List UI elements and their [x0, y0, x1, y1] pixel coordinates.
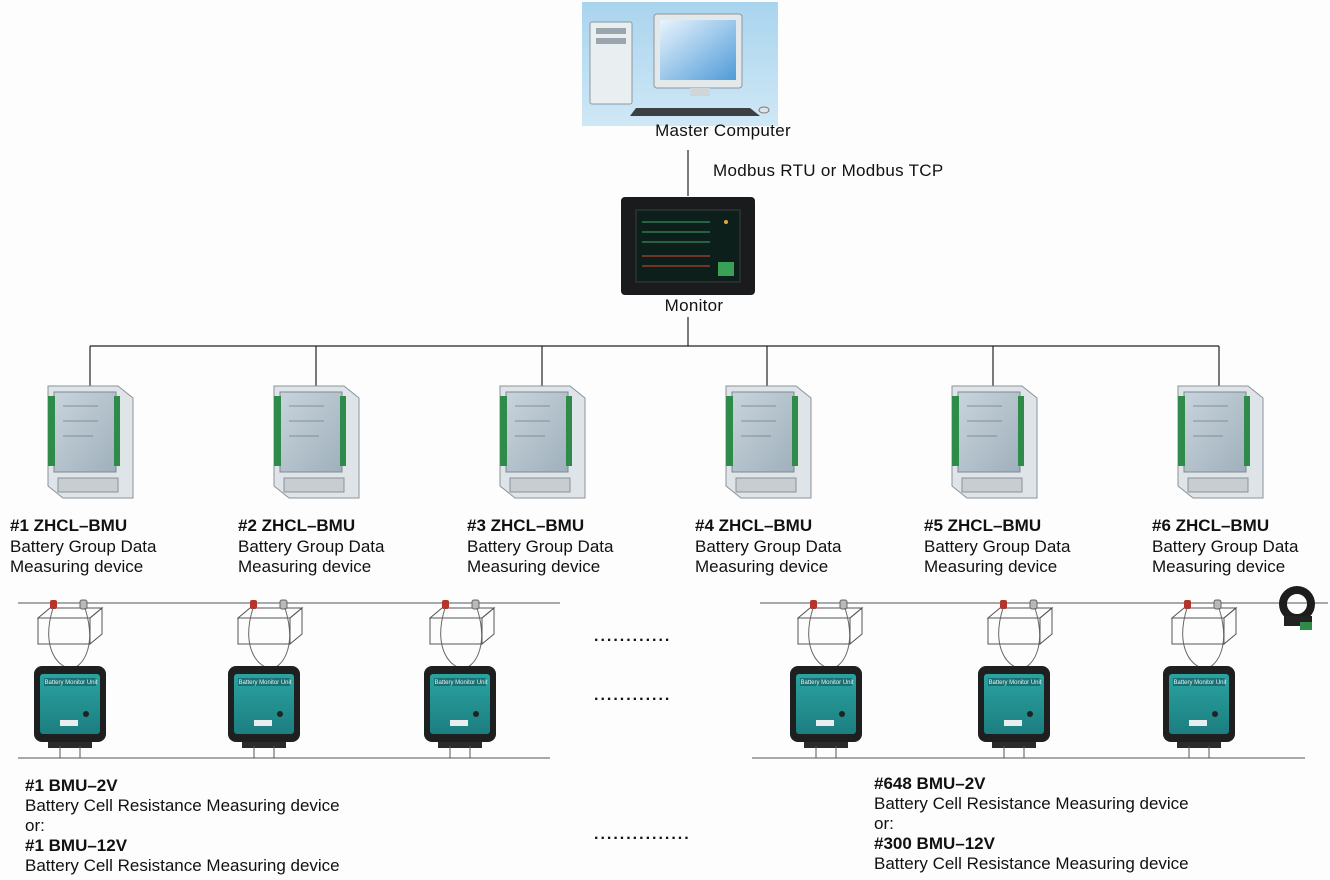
group-device-title: #5 ZHCL–BMU	[924, 516, 1042, 535]
right-desc-2: Battery Cell Resistance Measuring device	[874, 854, 1189, 873]
ellipsis-bottom: ...............	[594, 826, 691, 843]
battery-cell-right-3	[1163, 599, 1237, 758]
left-desc-1: Battery Cell Resistance Measuring device	[25, 796, 340, 815]
battery-cell-right-1	[790, 599, 863, 758]
cell-panel-title: Battery Monitor Unit	[44, 680, 98, 686]
cell-panel-title: Battery Monitor Unit	[988, 680, 1042, 686]
ellipsis-top: ............	[594, 628, 672, 645]
left-title-2: #1 BMU–12V	[25, 836, 128, 855]
group-device-icon-4	[725, 385, 812, 499]
left-title-1: #1 BMU–2V	[25, 776, 118, 795]
group-device-title: #6 ZHCL–BMU	[1152, 516, 1270, 535]
left-or: or:	[25, 816, 45, 835]
group-device-icon-3	[499, 385, 586, 499]
group-device-title: #4 ZHCL–BMU	[695, 516, 813, 535]
cell-panel-title: Battery Monitor Unit	[800, 680, 854, 686]
group-device-icon-1	[47, 385, 134, 499]
group-device-title: #1 ZHCL–BMU	[10, 516, 128, 535]
current-sensor-icon	[1279, 586, 1315, 630]
group-device-desc-1: Battery Group Data	[238, 537, 385, 556]
cell-panel-title: Battery Monitor Unit	[1173, 680, 1227, 686]
left-cell-group-text: #1 BMU–2V Battery Cell Resistance Measur…	[25, 776, 340, 876]
protocol-label: Modbus RTU or Modbus TCP	[713, 161, 944, 180]
battery-cell-left-1	[34, 599, 106, 758]
monitor-label: Monitor	[664, 296, 724, 315]
cell-panel-title: Battery Monitor Unit	[238, 680, 292, 686]
left-desc-2: Battery Cell Resistance Measuring device	[25, 856, 340, 875]
group-device-desc-1: Battery Group Data	[924, 537, 1071, 556]
ellipsis-middle: ............	[594, 687, 672, 704]
group-device-icon-6	[1177, 385, 1264, 499]
group-device-desc-1: Battery Group Data	[695, 537, 842, 556]
right-title-2: #300 BMU–12V	[874, 834, 995, 853]
monitor-icon	[621, 197, 755, 295]
group-device-desc-1: Battery Group Data	[467, 537, 614, 556]
master-computer-label: Master Computer	[655, 121, 791, 140]
battery-cell-left-3	[424, 599, 496, 758]
group-device-desc-1: Battery Group Data	[10, 537, 157, 556]
group-device-title: #2 ZHCL–BMU	[238, 516, 356, 535]
battery-cell-right-2	[978, 599, 1053, 758]
master-computer-icon	[582, 2, 778, 126]
right-or: or:	[874, 814, 894, 833]
group-device-desc-2: Measuring device	[467, 557, 601, 576]
group-device-desc-2: Measuring device	[10, 557, 144, 576]
battery-cell-left-2	[228, 599, 303, 758]
group-device-desc-2: Measuring device	[238, 557, 372, 576]
group-device-desc-2: Measuring device	[695, 557, 829, 576]
group-device-icon-5	[951, 385, 1038, 499]
right-desc-1: Battery Cell Resistance Measuring device	[874, 794, 1189, 813]
right-cell-group-text: #648 BMU–2V Battery Cell Resistance Meas…	[874, 774, 1189, 874]
right-title-1: #648 BMU–2V	[874, 774, 986, 793]
group-device-desc-1: Battery Group Data	[1152, 537, 1299, 556]
group-device-title: #3 ZHCL–BMU	[467, 516, 585, 535]
cell-panel-title: Battery Monitor Unit	[434, 680, 488, 686]
group-device-desc-2: Measuring device	[1152, 557, 1286, 576]
group-device-icon-2	[273, 385, 360, 499]
group-device-desc-2: Measuring device	[924, 557, 1058, 576]
